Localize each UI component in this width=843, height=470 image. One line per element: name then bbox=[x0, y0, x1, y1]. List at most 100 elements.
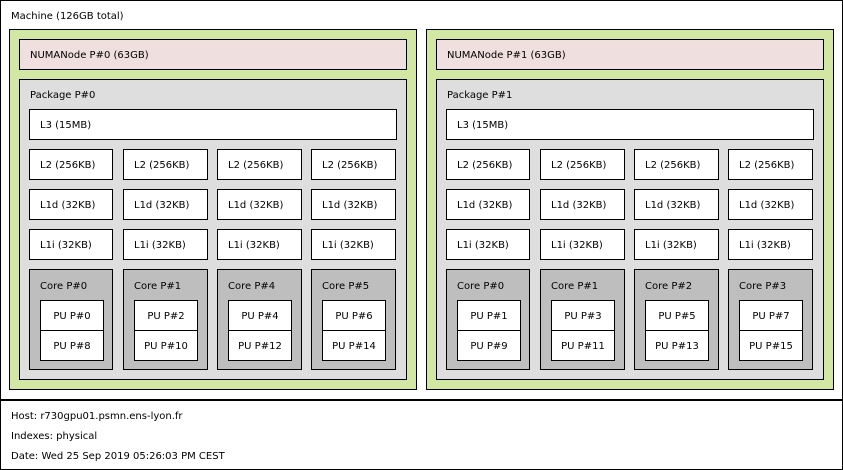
l1i-cache: L1i (32KB) bbox=[540, 229, 625, 260]
pu-label: PU P#13 bbox=[655, 341, 699, 352]
pu-box: PU P#7 bbox=[739, 300, 803, 331]
pu-box: PU P#15 bbox=[739, 330, 803, 361]
core-label: Core P#3 bbox=[739, 281, 787, 292]
l1d-cache: L1d (32KB) bbox=[123, 189, 208, 220]
l2-cache-label: L2 (256KB) bbox=[322, 160, 378, 171]
l1d-cache-label: L1d (32KB) bbox=[457, 200, 513, 211]
l2-cache-label: L2 (256KB) bbox=[645, 160, 701, 171]
l1i-cache-label: L1i (32KB) bbox=[228, 240, 280, 251]
pu-box: PU P#10 bbox=[134, 330, 198, 361]
l3-cache: L3 (15MB) bbox=[446, 109, 814, 140]
pu-label: PU P#2 bbox=[147, 311, 185, 322]
core-label: Core P#1 bbox=[551, 281, 599, 292]
numa-node: NUMANode P#1 (63GB) bbox=[436, 39, 824, 70]
core-label: Core P#0 bbox=[40, 281, 88, 292]
l1i-cache: L1i (32KB) bbox=[728, 229, 813, 260]
l2-cache-label: L2 (256KB) bbox=[551, 160, 607, 171]
pu-label: PU P#11 bbox=[561, 341, 605, 352]
l2-cache: L2 (256KB) bbox=[217, 149, 302, 180]
core-box: Core P#0 PU P#1 PU P#9 bbox=[446, 269, 530, 370]
l1d-cache: L1d (32KB) bbox=[311, 189, 396, 220]
l1i-cache-label: L1i (32KB) bbox=[322, 240, 374, 251]
l2-cache: L2 (256KB) bbox=[29, 149, 113, 180]
numa-node-label: NUMANode P#0 (63GB) bbox=[30, 50, 149, 61]
pu-box: PU P#2 bbox=[134, 300, 198, 331]
package-label: Package P#1 bbox=[447, 90, 513, 101]
l1i-cache-label: L1i (32KB) bbox=[134, 240, 186, 251]
l3-cache-label: L3 (15MB) bbox=[40, 120, 92, 131]
pu-box: PU P#0 bbox=[40, 300, 104, 331]
pu-label: PU P#6 bbox=[335, 311, 373, 322]
pu-label: PU P#0 bbox=[53, 311, 91, 322]
l2-cache-label: L2 (256KB) bbox=[228, 160, 284, 171]
legend-host: Host: r730gpu01.psmn.ens-lyon.fr bbox=[11, 411, 183, 422]
l1d-cache: L1d (32KB) bbox=[446, 189, 530, 220]
l2-cache-label: L2 (256KB) bbox=[134, 160, 190, 171]
l2-cache: L2 (256KB) bbox=[728, 149, 813, 180]
pu-label: PU P#12 bbox=[238, 341, 282, 352]
legend-box: Host: r730gpu01.psmn.ens-lyon.fr Indexes… bbox=[0, 400, 843, 470]
numa-node: NUMANode P#0 (63GB) bbox=[19, 39, 407, 70]
l2-cache-label: L2 (256KB) bbox=[457, 160, 513, 171]
l2-cache: L2 (256KB) bbox=[634, 149, 719, 180]
pu-box: PU P#6 bbox=[322, 300, 386, 331]
l2-cache: L2 (256KB) bbox=[311, 149, 396, 180]
l1i-cache: L1i (32KB) bbox=[634, 229, 719, 260]
l1d-cache: L1d (32KB) bbox=[634, 189, 719, 220]
l1i-cache-label: L1i (32KB) bbox=[40, 240, 92, 251]
pu-box: PU P#11 bbox=[551, 330, 615, 361]
l1i-cache-label: L1i (32KB) bbox=[645, 240, 697, 251]
core-label: Core P#1 bbox=[134, 281, 182, 292]
l1d-cache: L1d (32KB) bbox=[728, 189, 813, 220]
l2-cache-label: L2 (256KB) bbox=[40, 160, 96, 171]
core-box: Core P#4 PU P#4 PU P#12 bbox=[217, 269, 302, 370]
core-label: Core P#5 bbox=[322, 281, 370, 292]
l2-cache: L2 (256KB) bbox=[446, 149, 530, 180]
l1i-cache: L1i (32KB) bbox=[29, 229, 113, 260]
numa-node-label: NUMANode P#1 (63GB) bbox=[447, 50, 566, 61]
pu-box: PU P#14 bbox=[322, 330, 386, 361]
pu-label: PU P#8 bbox=[53, 341, 91, 352]
core-box: Core P#2 PU P#5 PU P#13 bbox=[634, 269, 719, 370]
pu-box: PU P#3 bbox=[551, 300, 615, 331]
l1d-cache: L1d (32KB) bbox=[540, 189, 625, 220]
core-box: Core P#1 PU P#2 PU P#10 bbox=[123, 269, 208, 370]
legend-indexes: Indexes: physical bbox=[11, 431, 98, 442]
l1i-cache: L1i (32KB) bbox=[123, 229, 208, 260]
pu-label: PU P#7 bbox=[752, 311, 790, 322]
l1i-cache-label: L1i (32KB) bbox=[457, 240, 509, 251]
l1d-cache-label: L1d (32KB) bbox=[739, 200, 795, 211]
pu-label: PU P#9 bbox=[470, 341, 508, 352]
l1i-cache: L1i (32KB) bbox=[446, 229, 530, 260]
l1d-cache-label: L1d (32KB) bbox=[228, 200, 284, 211]
l3-cache-label: L3 (15MB) bbox=[457, 120, 509, 131]
l1d-cache-label: L1d (32KB) bbox=[40, 200, 96, 211]
pu-label: PU P#1 bbox=[470, 311, 508, 322]
l2-cache: L2 (256KB) bbox=[123, 149, 208, 180]
core-label: Core P#2 bbox=[645, 281, 693, 292]
l3-cache: L3 (15MB) bbox=[29, 109, 397, 140]
core-label: Core P#0 bbox=[457, 281, 505, 292]
core-box: Core P#5 PU P#6 PU P#14 bbox=[311, 269, 396, 370]
pu-box: PU P#5 bbox=[645, 300, 709, 331]
pu-box: PU P#8 bbox=[40, 330, 104, 361]
pu-box: PU P#12 bbox=[228, 330, 292, 361]
l1d-cache: L1d (32KB) bbox=[29, 189, 113, 220]
pu-box: PU P#4 bbox=[228, 300, 292, 331]
l1d-cache: L1d (32KB) bbox=[217, 189, 302, 220]
l1d-cache-label: L1d (32KB) bbox=[322, 200, 378, 211]
l1d-cache-label: L1d (32KB) bbox=[134, 200, 190, 211]
pu-label: PU P#14 bbox=[332, 341, 376, 352]
core-label: Core P#4 bbox=[228, 281, 276, 292]
package-label: Package P#0 bbox=[30, 90, 96, 101]
pu-label: PU P#3 bbox=[564, 311, 602, 322]
l1i-cache: L1i (32KB) bbox=[217, 229, 302, 260]
pu-box: PU P#13 bbox=[645, 330, 709, 361]
l1i-cache-label: L1i (32KB) bbox=[551, 240, 603, 251]
pu-label: PU P#10 bbox=[144, 341, 188, 352]
pu-box: PU P#9 bbox=[457, 330, 521, 361]
pu-label: PU P#5 bbox=[658, 311, 696, 322]
l1d-cache-label: L1d (32KB) bbox=[645, 200, 701, 211]
pu-label: PU P#4 bbox=[241, 311, 279, 322]
pu-label: PU P#15 bbox=[749, 341, 793, 352]
